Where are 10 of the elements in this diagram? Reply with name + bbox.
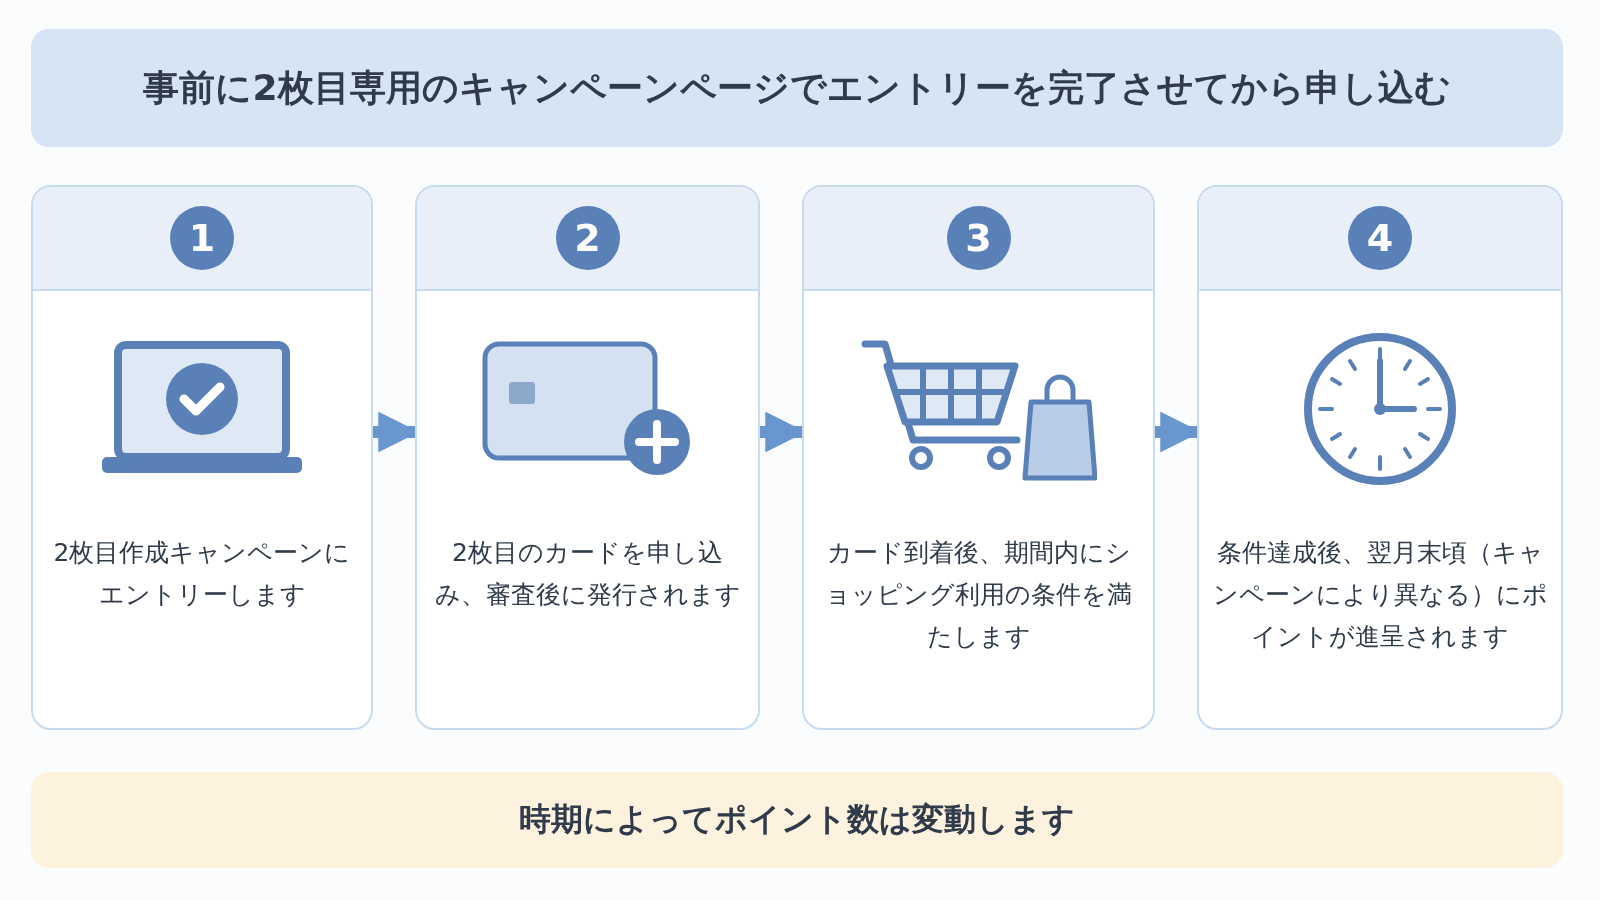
step-description: 条件達成後、翌月末頃（キャンペーンにより異なる）にポイントが進呈されます — [1211, 537, 1549, 653]
note-text: 時期によってポイント数は変動します — [519, 799, 1075, 840]
step-card — [802, 185, 1155, 730]
step-card — [31, 185, 373, 730]
step-card — [415, 185, 760, 730]
step-description: カード到着後、期間内にショッピング利用の条件を満たします — [824, 537, 1133, 653]
step-card — [1197, 185, 1563, 730]
step-description: 2枚目のカードを申し込み、審査後に発行されます — [433, 537, 742, 611]
step-description: 2枚目作成キャンペーンにエントリーします — [52, 537, 352, 611]
title: 事前に2枚目専用のキャンペーンページでエントリーを完了させてから申し込む — [143, 65, 1451, 110]
